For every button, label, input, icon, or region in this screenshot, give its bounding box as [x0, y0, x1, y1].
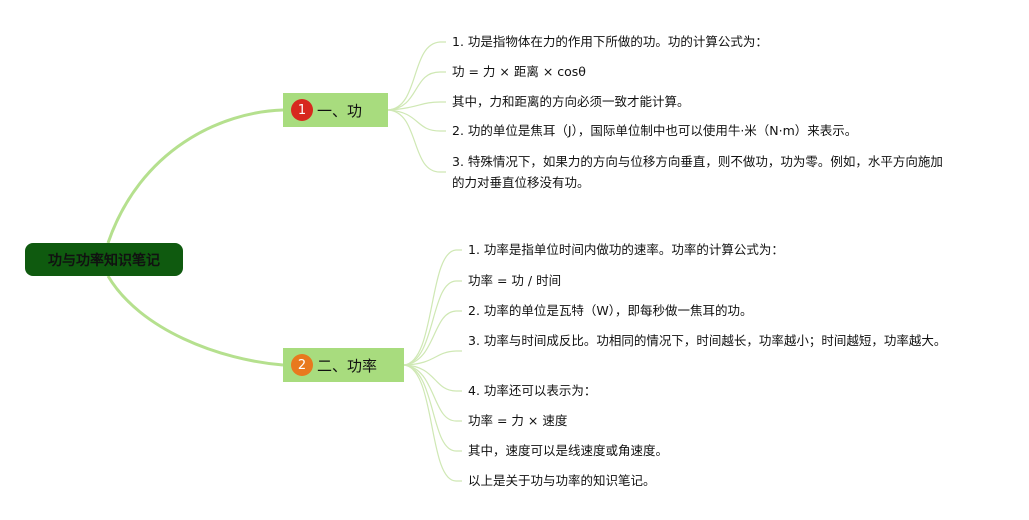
leaf-item[interactable]: 1. 功率是指单位时间内做功的速率。功率的计算公式为： — [468, 242, 784, 257]
priority-2-icon: 2 — [291, 354, 313, 376]
root-title: 功与功率知识笔记 — [48, 252, 160, 269]
root-node[interactable]: 功与功率知识笔记 — [25, 243, 183, 276]
branch-label: 一、功 — [317, 101, 363, 120]
leaf-item[interactable]: 功率 = 力 × 速度 — [468, 413, 568, 428]
branch-node-gonglv[interactable]: 2 二、功率 — [283, 348, 404, 382]
leaf-item[interactable]: 以上是关于功与功率的知识笔记。 — [468, 473, 656, 488]
leaf-item[interactable]: 其中，力和距离的方向必须一致才能计算。 — [452, 94, 690, 109]
leaf-item[interactable]: 4. 功率还可以表示为： — [468, 383, 597, 398]
leaf-item[interactable]: 功率 = 功 / 时间 — [468, 273, 562, 288]
branch-node-gong[interactable]: 1 一、功 — [283, 93, 388, 127]
leaf-item[interactable]: 其中，速度可以是线速度或角速度。 — [468, 443, 669, 458]
priority-1-icon: 1 — [291, 99, 313, 121]
leaf-item[interactable]: 2. 功的单位是焦耳（J），国际单位制中也可以使用牛·米（N·m）来表示。 — [452, 123, 858, 138]
leaf-item[interactable]: 2. 功率的单位是瓦特（W），即每秒做一焦耳的功。 — [468, 303, 753, 318]
root-to-branch1-connector — [106, 108, 284, 244]
leaf-item[interactable]: 功 = 力 × 距离 × cosθ — [452, 64, 586, 79]
leaf-item[interactable]: 3. 特殊情况下，如果力的方向与位移方向垂直，则不做功，功为零。例如，水平方向施… — [452, 154, 943, 190]
leaf-item[interactable]: 3. 功率与时间成反比。功相同的情况下，时间越长，功率越小；时间越短，功率越大。 — [468, 333, 947, 348]
branch1-leaf-connectors — [387, 41, 446, 173]
branch-label: 二、功率 — [317, 356, 378, 375]
root-to-branch2-connector — [106, 275, 284, 367]
branch2-leaf-connectors — [403, 249, 462, 482]
leaf-item[interactable]: 1. 功是指物体在力的作用下所做的功。功的计算公式为： — [452, 34, 768, 49]
